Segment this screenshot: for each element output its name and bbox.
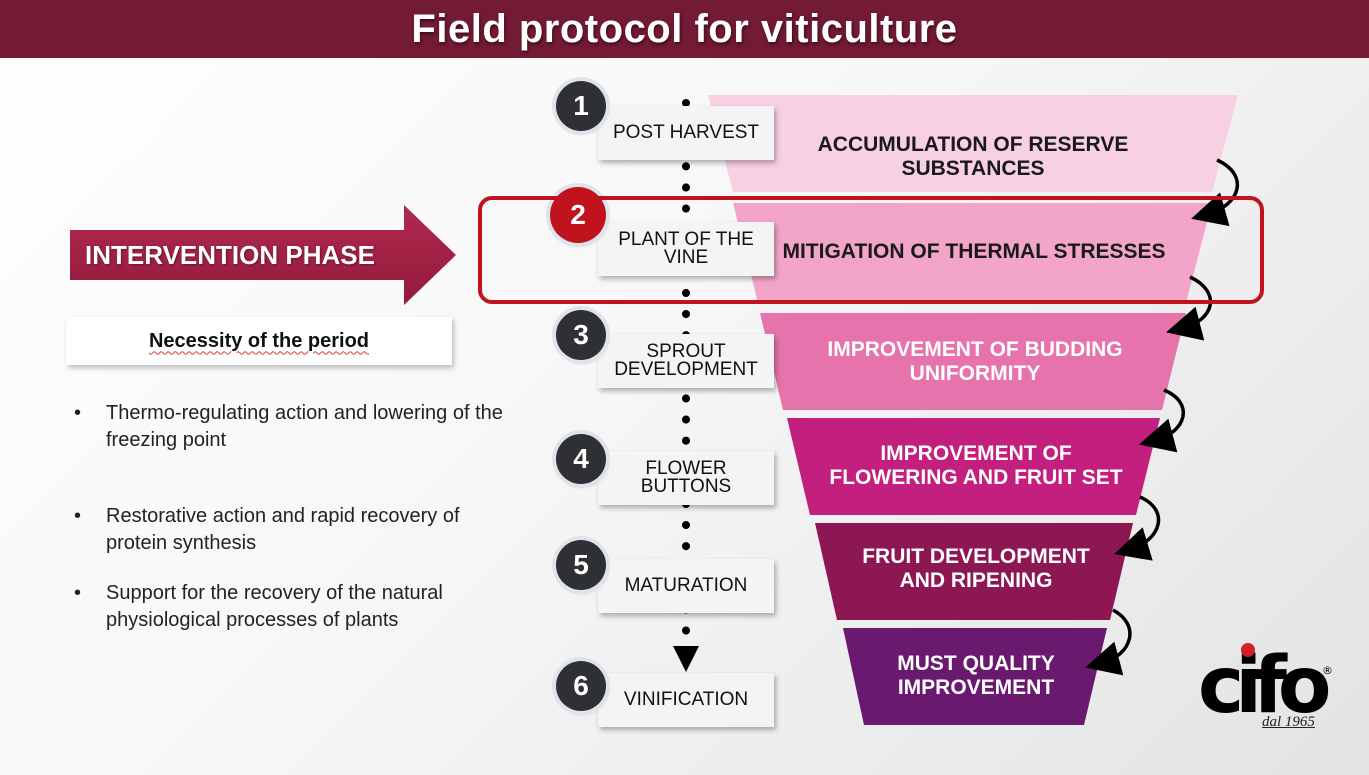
curved-arrow-3-4	[1139, 388, 1185, 453]
curved-arrow-1-2	[1191, 158, 1240, 227]
step-box-6: VINIFICATION	[598, 673, 774, 727]
cifo-logo: cifo ®	[1198, 641, 1336, 731]
funnel-text-4: IMPROVEMENT OF FLOWERING AND FRUIT SET	[829, 442, 1123, 489]
funnel-layer-4	[787, 418, 1160, 515]
logo-registered-mark: ®	[1322, 664, 1333, 677]
logo-red-dot	[1241, 643, 1255, 657]
intervention-phase-label: INTERVENTION PHASE	[85, 239, 375, 270]
funnel-text-2: MITIGATION OF THERMAL STRESSES	[782, 240, 1166, 263]
logo-tagline: dal 1965	[1262, 714, 1315, 730]
curved-arrow-4-5	[1114, 495, 1161, 561]
bullet-item: Restorative action and rapid recovery of…	[70, 503, 506, 557]
funnel-layer-1	[708, 95, 1238, 192]
funnel-layer-6	[843, 628, 1107, 725]
funnel-layer-3	[760, 313, 1186, 410]
necessity-of-period-box: Necessity of the period	[66, 317, 452, 365]
page-title: Field protocol for viticulture	[0, 0, 1369, 58]
funnel-layer-2	[733, 203, 1212, 303]
bullet-item: Support for the recovery of the natural …	[70, 580, 506, 634]
funnel-text-3: IMPROVEMENT OF BUDDING UNIFORMITY	[827, 338, 1123, 385]
step-box-1: POST HARVEST	[598, 106, 774, 160]
curved-arrow-2-3	[1166, 275, 1213, 341]
step-number-3: 3	[556, 310, 606, 360]
step-box-4: FLOWER BUTTONS	[598, 451, 774, 505]
step-box-5: MATURATION	[598, 559, 774, 613]
step-box-3: SPROUT DEVELOPMENT	[598, 334, 774, 388]
bullet-item: Thermo-regulating action and lowering of…	[70, 400, 506, 454]
intervention-phase-arrow: INTERVENTION PHASE	[70, 205, 456, 305]
arrow-shape	[70, 205, 456, 305]
step-number-6: 6	[556, 661, 606, 711]
step-number-1: 1	[556, 81, 606, 131]
step-box-2: PLANT OF THE VINE	[598, 222, 774, 276]
intervention-highlight-frame	[478, 196, 1264, 304]
curved-arrow-5-6	[1085, 608, 1132, 676]
timeline-arrowhead	[673, 646, 699, 672]
funnel-text-5: FRUIT DEVELOPMENT AND RIPENING	[862, 545, 1090, 592]
funnel-text-6: MUST QUALITY IMPROVEMENT	[897, 652, 1055, 699]
funnel-layer-5	[815, 523, 1133, 620]
necessity-of-period-label: Necessity of the period	[148, 329, 370, 352]
funnel-text-1: ACCUMULATION OF RESERVE SUBSTANCES	[817, 133, 1129, 180]
logo-wordmark: cifo	[1198, 641, 1329, 731]
step-number-4: 4	[556, 434, 606, 484]
step-number-5: 5	[556, 540, 606, 590]
